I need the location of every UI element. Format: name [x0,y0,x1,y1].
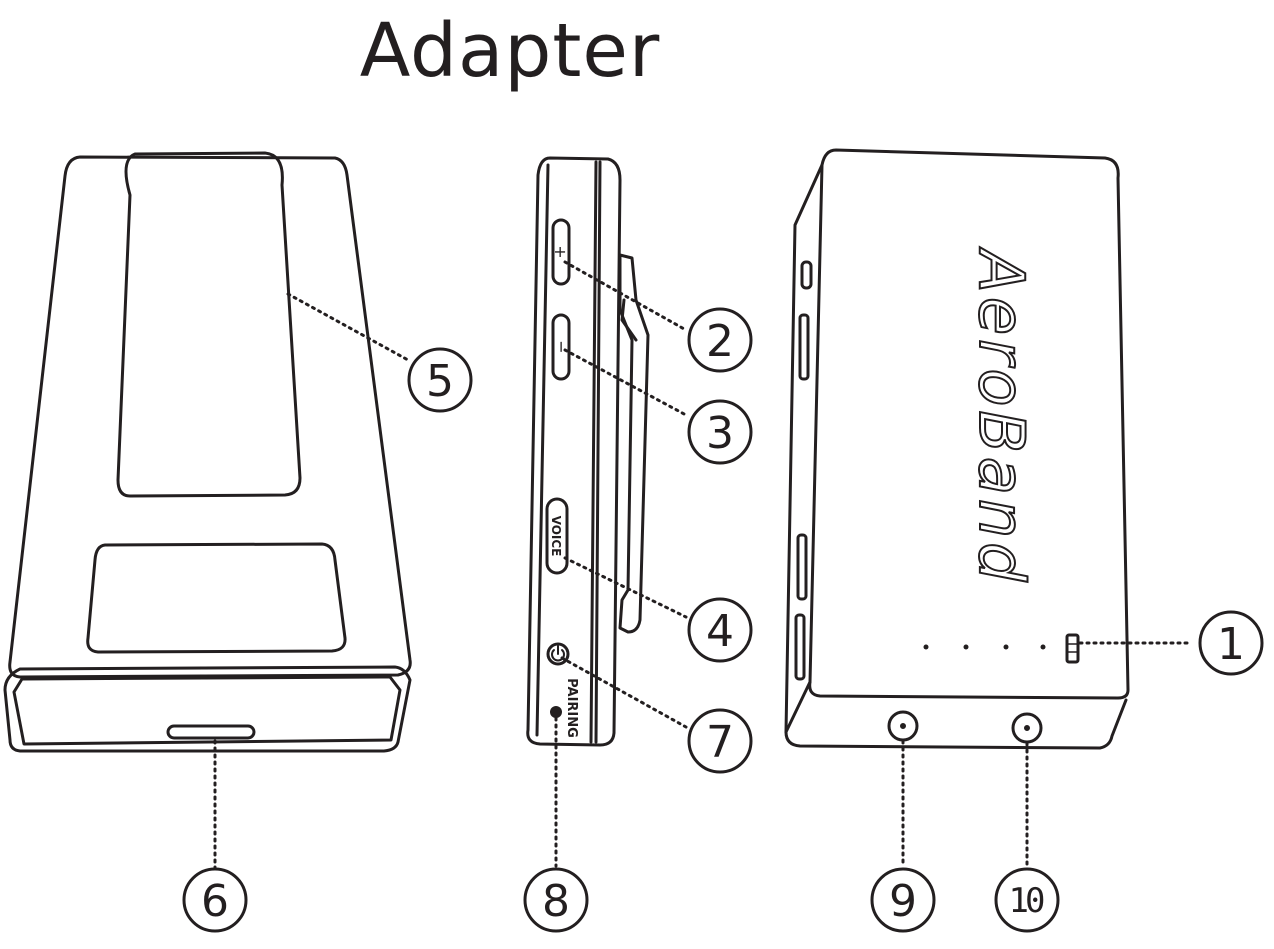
callout-8: 8 [542,876,570,927]
volume-down-button [551,313,571,381]
plus-label: + [551,245,570,258]
callout-1: 1 [1217,619,1245,670]
callout-5: 5 [426,356,454,407]
voice-label: VOICE [549,516,563,557]
aeroband-logo: AeroBand [965,246,1038,585]
minus-label: − [552,340,571,353]
callout-circles [182,307,1264,933]
diagram-title: Adapter [359,8,661,94]
back-view-bottom-face [3,665,412,753]
side-slot-2 [796,533,808,601]
voice-button [545,497,569,575]
usb-port [166,724,256,740]
callout-2: 2 [706,316,734,367]
side-view-clip [618,253,650,634]
power-icon [551,645,565,662]
micro-port [800,260,813,290]
power-button [546,642,570,666]
adapter-side-view [526,156,650,747]
back-view-label-panel [86,542,347,654]
callout-10: 10 [1009,881,1044,921]
pairing-label: PAIRING [564,678,579,738]
back-view-bottom-inner [12,675,402,746]
side-slot-3 [794,613,806,681]
back-view-belt-clip [116,151,302,498]
callout-7: 7 [706,717,734,768]
battery-indicator [1065,633,1080,664]
callout-3: 3 [706,408,734,459]
adapter-back-view [3,151,412,753]
volume-up-button [551,218,571,286]
callout-9: 9 [889,876,917,927]
callout-6: 6 [201,876,229,927]
callout-4: 4 [706,606,734,657]
front-view-side-face [784,163,1128,750]
status-dots [923,644,1046,650]
side-slot-1 [798,313,810,381]
front-view-top-face [808,148,1130,700]
back-view-body [8,155,412,679]
pairing-led [550,706,562,718]
side-view-body [526,156,622,747]
leader-lines [213,260,1192,872]
adapter-front-view [784,148,1130,750]
